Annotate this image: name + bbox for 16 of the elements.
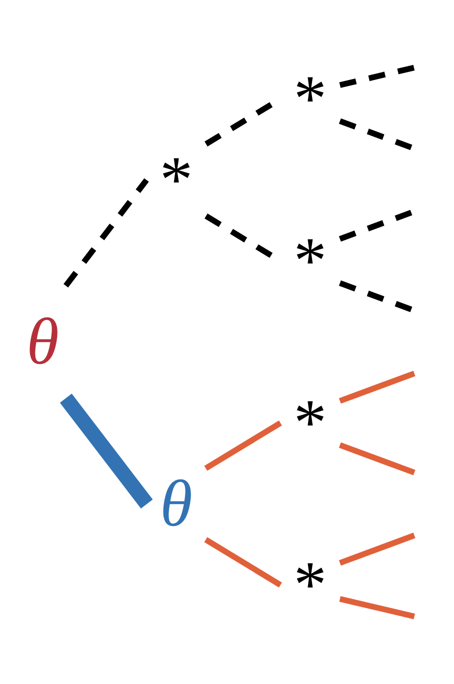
node-text: θ bbox=[26, 304, 59, 378]
connector bbox=[339, 64, 415, 88]
node-text: * bbox=[294, 384, 327, 460]
node-text: θ bbox=[160, 466, 193, 540]
connector bbox=[64, 178, 149, 288]
node-text: * bbox=[294, 222, 327, 298]
connector bbox=[338, 442, 416, 476]
connector bbox=[338, 532, 416, 566]
connector bbox=[338, 370, 416, 404]
connector bbox=[204, 420, 282, 471]
connector bbox=[339, 596, 415, 620]
node-text: * bbox=[294, 546, 327, 622]
node-text: * bbox=[294, 60, 327, 136]
connector bbox=[204, 537, 282, 588]
node-text: * bbox=[160, 142, 193, 216]
connector bbox=[60, 394, 153, 509]
